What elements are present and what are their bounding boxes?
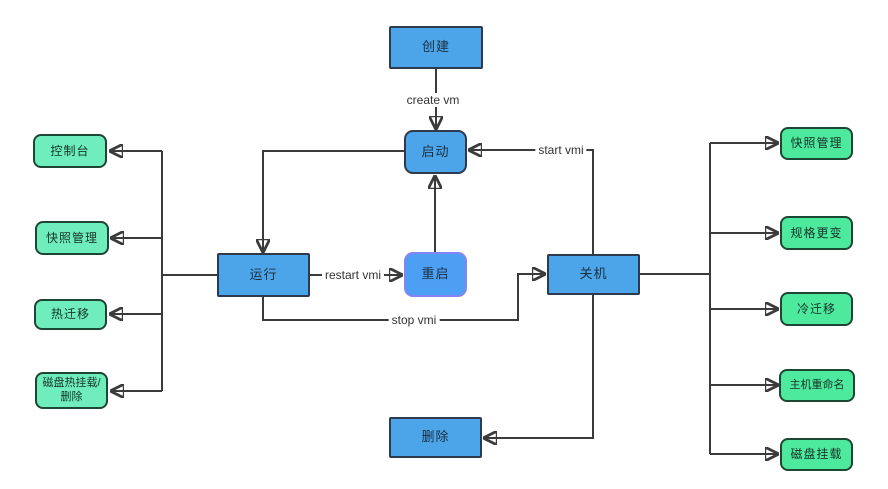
node-host-rename: 主机重命名: [779, 369, 855, 402]
node-hot-migration: 热迁移: [34, 299, 107, 330]
edge-label-create-vm: create vm: [403, 93, 463, 107]
node-disk-hot-attach: 磁盘热挂载/删除: [35, 372, 108, 409]
edge-label-stop-vmi: stop vmi: [388, 313, 440, 327]
node-console: 控制台: [33, 134, 107, 168]
node-snapshot-right: 快照管理: [780, 127, 853, 160]
node-start: 启动: [404, 130, 467, 174]
node-running: 运行: [217, 253, 310, 297]
edge-label-restart-vmi: restart vmi: [321, 268, 385, 282]
node-delete: 删除: [389, 417, 482, 458]
node-spec-change: 规格更变: [780, 216, 853, 250]
node-cold-migration: 冷迁移: [780, 292, 853, 326]
node-create: 创建: [389, 26, 483, 69]
node-disk-mount: 磁盘挂载: [780, 438, 853, 471]
node-shutdown: 关机: [547, 254, 640, 295]
edge-label-start-vmi: start vmi: [535, 143, 587, 157]
node-restart: 重启: [404, 252, 467, 297]
node-snapshot-left: 快照管理: [35, 221, 109, 255]
